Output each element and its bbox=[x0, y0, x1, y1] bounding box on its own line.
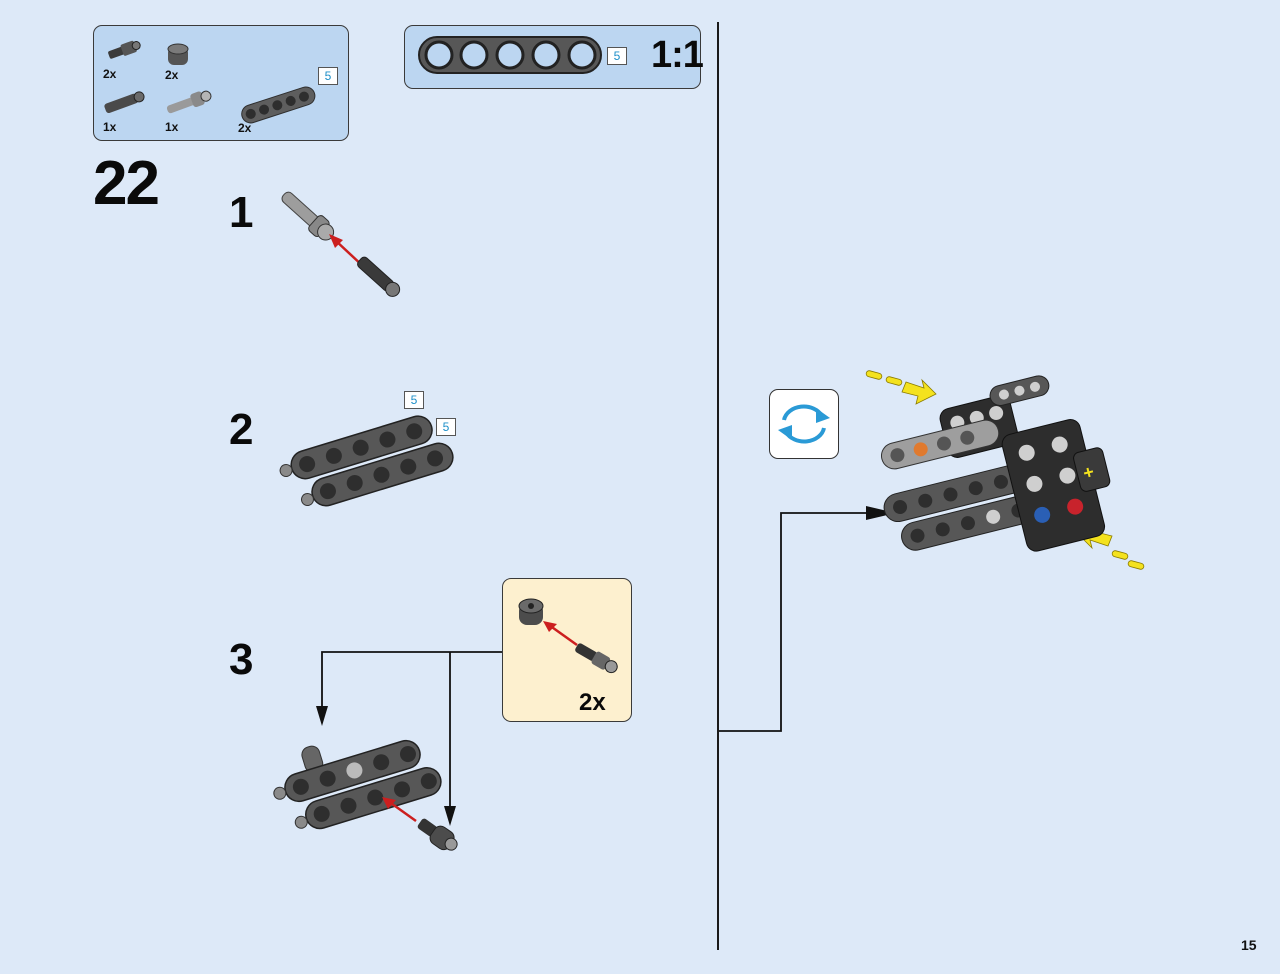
beam-length-badge: 5 bbox=[436, 418, 456, 436]
step-number: 22 bbox=[93, 149, 160, 218]
part-qty: 1x bbox=[165, 120, 179, 134]
rotate-model-icon bbox=[769, 389, 839, 459]
subassembly-callout: 2x bbox=[502, 578, 632, 722]
substep-3-illustration bbox=[273, 739, 458, 851]
substep-number: 1 bbox=[229, 188, 254, 237]
beam-5-icon bbox=[241, 86, 316, 124]
scale-callout: 5 1:1 bbox=[404, 25, 704, 89]
svg-text:+: + bbox=[1081, 461, 1096, 483]
axle-pin-icon bbox=[108, 40, 141, 59]
parts-list-callout: 2x 2x 1x 1x 5 2x bbox=[93, 25, 349, 141]
part-qty: 1x bbox=[103, 120, 117, 134]
subassembly-qty: 2x bbox=[579, 689, 606, 716]
substep-1-illustration bbox=[281, 191, 401, 297]
page-number: 15 bbox=[1241, 937, 1257, 953]
beam-length-badge: 5 bbox=[404, 391, 424, 409]
beam-length-badge: 5 bbox=[318, 67, 338, 85]
bush-icon bbox=[167, 43, 189, 65]
substep-number: 3 bbox=[229, 635, 254, 684]
part-qty: 2x bbox=[103, 67, 117, 81]
axle-connector-icon bbox=[104, 91, 145, 114]
scale-label: 1:1 bbox=[651, 34, 704, 76]
beam-5-scale-icon bbox=[418, 36, 602, 74]
final-assembly-illustration: + bbox=[865, 370, 1145, 570]
rotate-arrows bbox=[778, 404, 830, 444]
push-indicator-top bbox=[865, 370, 937, 405]
substep-2-illustration bbox=[279, 415, 454, 507]
bush-icon bbox=[518, 598, 544, 625]
substep-number: 2 bbox=[229, 405, 254, 454]
axle-pin-icon bbox=[575, 643, 618, 674]
beam-length-badge: 5 bbox=[607, 47, 627, 65]
insert-arrow bbox=[543, 621, 578, 647]
part-qty: 2x bbox=[165, 68, 179, 82]
part-qty: 2x bbox=[238, 121, 252, 135]
page-divider bbox=[717, 22, 719, 950]
pin-with-bush-icon bbox=[166, 90, 212, 114]
